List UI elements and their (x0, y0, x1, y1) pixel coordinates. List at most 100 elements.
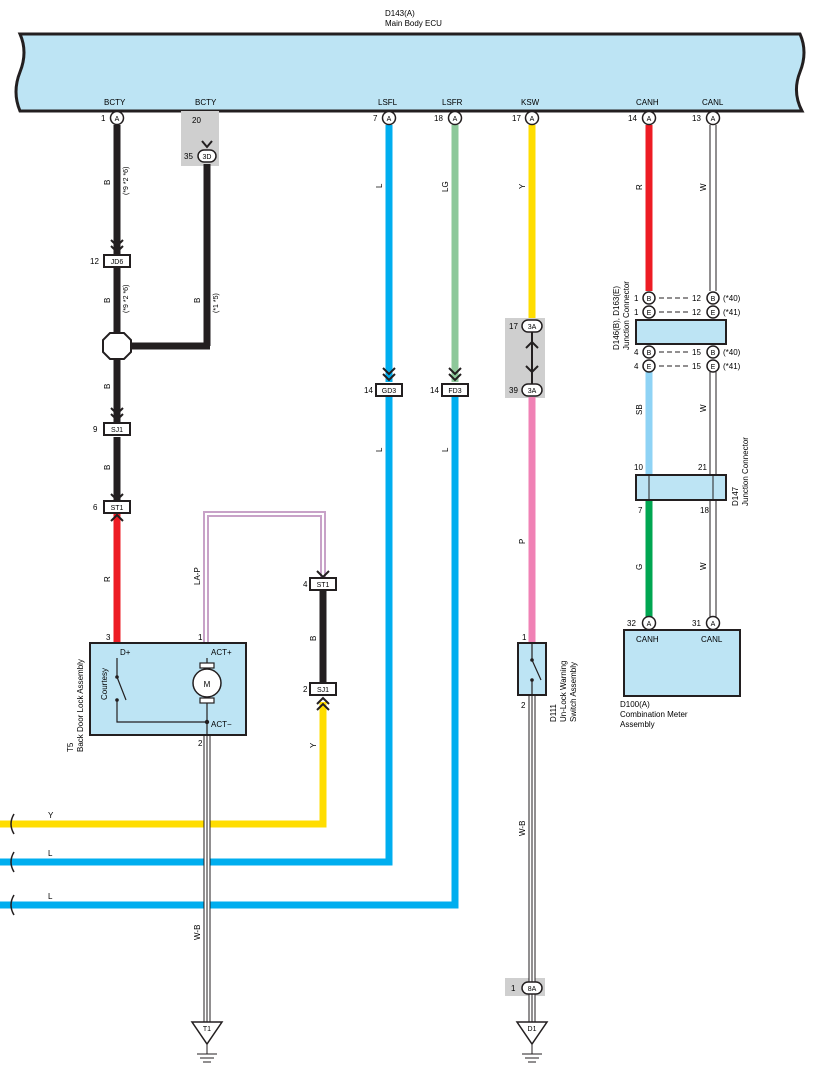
ecu-body (14, 32, 806, 113)
junction-pin-conn: E (647, 310, 652, 317)
junction-pin-num: 12 (692, 308, 701, 317)
ecu-pin-lsfl[interactable]: 7 A (373, 110, 397, 126)
meter-pin-label: CANH (636, 635, 659, 644)
wire-label-ksw-ground: W-B (518, 821, 527, 836)
ecu-pin-num: 7 (373, 114, 378, 123)
junction1-code: D146(B), D163(E) (612, 286, 621, 350)
ecu-pin-conn: A (647, 116, 652, 123)
wire-label-sj1-y: Y (309, 742, 318, 748)
connector-code: ST1 (317, 582, 330, 589)
wire-sj1-y[interactable] (0, 702, 327, 828)
connector-pin-num: 17 (509, 322, 518, 331)
splice-junction (102, 332, 132, 360)
wire-label-ksw: Y (518, 183, 527, 189)
connector-sj1-right[interactable]: 2 SJ1 (303, 682, 337, 711)
connector-3d[interactable]: 35 3D (184, 140, 217, 163)
junction-connector-d146[interactable]: 1 B 12 B (*40) 1 E 12 E (*41) 4 B 15 B (… (634, 291, 741, 373)
wire-break-y (10, 813, 15, 835)
ecu-pin-ksw[interactable]: 17 A (512, 110, 540, 126)
wire-lsfl2[interactable] (0, 397, 393, 866)
ecu-pin-label-canh: CANH (636, 98, 659, 107)
ecu-pin-bcty1[interactable]: 1 A (101, 110, 125, 126)
junction-pin-conn: B (711, 296, 716, 303)
door-lock-name: Back Door Lock Assembly (76, 659, 85, 752)
junction-pin-conn: B (647, 296, 652, 303)
ecu-pin-lsfr[interactable]: 18 A (434, 110, 463, 126)
meter-code: D100(A) (620, 700, 650, 709)
ecu-pin-conn: A (115, 116, 120, 123)
wire-label-bcty1b: B (103, 298, 112, 303)
wire-label-motor-ground: W-B (193, 925, 202, 940)
connector-3a-top[interactable]: 17 3A (509, 319, 543, 333)
ecu-pin-label-canl: CANL (702, 98, 724, 107)
ecu-pin-label-bcty1: BCTY (104, 98, 126, 107)
ecu-pin-num: 17 (512, 114, 521, 123)
junction-pin-conn: B (711, 350, 716, 357)
ground-t1[interactable]: T1 (190, 1021, 224, 1063)
wire-label-lsfr: LG (441, 181, 450, 192)
wire-la-p[interactable] (203, 511, 326, 643)
ecu-pin-num: 14 (628, 114, 637, 123)
back-door-lock-assembly[interactable]: 3 1 2 D+ ACT+ ACT− Courtesy M (89, 633, 247, 748)
unlock-switch-name-line1: Un-Lock Warning (559, 660, 568, 722)
wire-label-out-l2: L (48, 892, 53, 901)
junction-pin-num: 15 (692, 348, 701, 357)
connector-code: 3D (203, 154, 212, 161)
connector-jd6[interactable]: 12 JD6 (90, 239, 131, 268)
ecu-pin-num: 18 (434, 114, 443, 123)
wire-label-out-y: Y (48, 811, 54, 820)
connector-st1-right[interactable]: 4 ST1 (303, 570, 337, 591)
wire-break-l1 (10, 851, 15, 873)
ground-d1[interactable]: D1 (515, 1021, 549, 1063)
connector-sj1-top[interactable]: 9 SJ1 (93, 407, 131, 436)
meter-pin-num: 31 (692, 619, 701, 628)
wire-label-canl: W (699, 183, 708, 191)
unlock-warning-switch[interactable]: 1 2 (517, 633, 547, 710)
connector-code: SJ1 (111, 427, 123, 434)
ecu-pin-label-ksw: KSW (521, 98, 540, 107)
ground-label: D1 (528, 1026, 537, 1033)
ecu-pin-canh[interactable]: 14 A (628, 110, 657, 126)
ecu-pin-label-lsfr: LSFR (442, 98, 463, 107)
junction-pin-num: 15 (692, 362, 701, 371)
junction-pin-num: 4 (634, 348, 639, 357)
ecu-pin-bcty2[interactable]: 20 (192, 116, 201, 125)
meter-name-line2: Assembly (620, 720, 655, 729)
switch-pin-num: 1 (522, 633, 527, 642)
combination-meter[interactable]: 32 A 31 A CANH CANL (623, 615, 741, 697)
ecu-pin-label-lsfl: LSFL (378, 98, 398, 107)
meter-name-line1: Combination Meter (620, 710, 688, 719)
junction-connector-d147[interactable]: 10 21 7 18 (634, 463, 727, 515)
connector-8a[interactable]: 1 8A (511, 981, 543, 995)
ground-label: T1 (203, 1026, 211, 1033)
connector-code: 3A (528, 388, 537, 395)
meter-pin-conn: A (711, 621, 716, 628)
junction-pin-conn: E (711, 310, 716, 317)
connector-code: JD6 (111, 259, 124, 266)
connector-gd3[interactable]: 14 GD3 (364, 367, 403, 397)
wire-la-p-core (205, 513, 324, 643)
junction2-code: D147 (731, 486, 740, 506)
meter-pin-conn: A (647, 621, 652, 628)
connector-pin-num: 1 (511, 984, 516, 993)
unlock-switch-code: D111 (549, 704, 558, 722)
connector-pin-num: 2 (303, 685, 308, 694)
wire-label-lsfr2: L (441, 447, 450, 452)
junction-note: (*41) (723, 308, 741, 317)
connector-3a-bottom[interactable]: 39 3A (509, 383, 543, 397)
wire-note-bcty1b: (*9 *2 *6) (123, 285, 130, 313)
ecu-pin-num: 1 (101, 114, 106, 123)
door-lock-code: T5 (66, 742, 75, 752)
wire-lsfr2[interactable] (0, 397, 459, 909)
door-lock-pin-num: 2 (198, 739, 203, 748)
connector-code: FD3 (448, 388, 461, 395)
meter-pin-num: 32 (627, 619, 636, 628)
door-lock-pin-label: ACT− (211, 720, 232, 729)
connector-fd3[interactable]: 14 FD3 (430, 367, 469, 397)
wire-label-bcty2: B (193, 298, 202, 303)
ecu-pin-canl[interactable]: 13 A (692, 110, 721, 126)
connector-st1-left[interactable]: 6 ST1 (93, 493, 131, 522)
wire-label-bcty1: B (103, 180, 112, 185)
junction-pin-conn: E (647, 364, 652, 371)
